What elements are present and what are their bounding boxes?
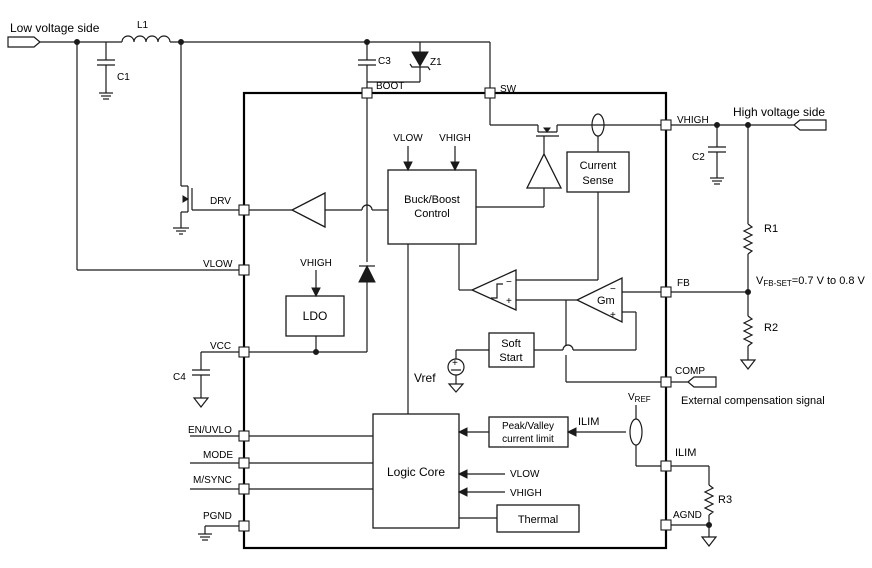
pin-vhigh-label: VHIGH <box>677 115 709 126</box>
low-voltage-side-label: Low voltage side <box>10 21 100 35</box>
c3-label: C3 <box>378 56 391 67</box>
vref-label: Vref <box>414 371 436 385</box>
pin-en-uvlo <box>238 430 250 442</box>
buck-boost-label-1: Buck/Boost <box>404 194 460 206</box>
boot-diode <box>358 264 376 283</box>
vfb-set-label: VFB-SET=0.7 V to 0.8 V <box>756 275 866 288</box>
low-voltage-connector <box>7 36 41 48</box>
pin-fb <box>660 286 672 298</box>
ilim-sense-probe <box>629 418 643 446</box>
soft-start-label-2: Start <box>499 352 522 364</box>
high-voltage-side-label: High voltage side <box>733 105 825 119</box>
pin-pgnd <box>238 520 250 532</box>
c1-label: C1 <box>117 72 130 83</box>
z1-label: Z1 <box>430 57 442 68</box>
pwm-comparator <box>470 268 517 312</box>
vlow-input-label: VLOW <box>393 133 423 144</box>
comp-connector <box>687 376 717 388</box>
pin-vhigh <box>660 119 672 131</box>
pin-mode <box>238 457 250 469</box>
high-side-gate-driver <box>525 152 563 189</box>
soft-start-label-1: Soft <box>501 338 521 350</box>
r2-label: R2 <box>764 322 778 334</box>
vref-top-label: VREF <box>628 392 651 404</box>
r1-label: R1 <box>764 223 778 235</box>
peak-valley-label-2: current limit <box>502 434 554 445</box>
pin-agnd-label: AGND <box>673 510 702 521</box>
svg-text:+: + <box>610 310 616 321</box>
vhigh-input-label: VHIGH <box>439 133 471 144</box>
svg-text:+: + <box>506 296 512 307</box>
ldo-vhigh-input-label: VHIGH <box>300 258 332 269</box>
current-sense-label-2: Sense <box>582 175 613 187</box>
svg-text:+: + <box>452 358 458 369</box>
pin-vlow <box>238 264 250 276</box>
pin-vcc-label: VCC <box>210 341 231 352</box>
pin-boot <box>361 87 373 99</box>
pin-mode-label: MODE <box>203 450 233 461</box>
r3-label: R3 <box>718 494 732 506</box>
resistor-r2 <box>742 315 754 347</box>
pin-boot-label: BOOT <box>376 81 404 92</box>
pin-vlow-label: VLOW <box>203 259 233 270</box>
pin-m-sync-label: M/SYNC <box>193 475 232 486</box>
zener-z1 <box>411 51 429 68</box>
c4-label: C4 <box>173 372 186 383</box>
gm-amplifier <box>575 276 623 324</box>
pin-m-sync <box>238 483 250 495</box>
buck-boost-control-block <box>387 169 477 245</box>
pin-sw <box>484 87 496 99</box>
ilim-arrow-label: ILIM <box>578 416 599 428</box>
pin-drv-label: DRV <box>210 196 231 207</box>
pin-pgnd-label: PGND <box>203 511 232 522</box>
pin-fb-label: FB <box>677 278 690 289</box>
inductor-l1 <box>121 35 171 43</box>
pin-comp-label: COMP <box>675 366 705 377</box>
pin-sw-label: SW <box>500 84 517 95</box>
ldo-label: LDO <box>303 309 328 323</box>
high-voltage-connector <box>793 119 827 131</box>
drv-driver-buffer <box>290 191 326 229</box>
current-sense-block <box>566 151 630 193</box>
thermal-label: Thermal <box>518 514 558 526</box>
gm-label: Gm <box>597 295 615 307</box>
pin-en-uvlo-label: EN/UVLO <box>188 425 232 436</box>
logic-vhigh-input-label: VHIGH <box>510 488 542 499</box>
pin-drv <box>238 204 250 216</box>
pin-ilim-label: ILIM <box>675 447 696 459</box>
current-sense-label-1: Current <box>580 160 617 172</box>
resistor-r3 <box>703 484 715 516</box>
l1-label: L1 <box>137 20 149 31</box>
pin-vcc <box>238 346 250 358</box>
thermal-block <box>496 504 580 533</box>
resistor-r1 <box>742 223 754 255</box>
pin-agnd <box>660 519 672 531</box>
logic-vlow-input-label: VLOW <box>510 469 540 480</box>
logic-core-label: Logic Core <box>387 465 445 479</box>
svg-text:−: − <box>610 284 616 295</box>
c2-label: C2 <box>692 152 705 163</box>
peak-valley-label-1: Peak/Valley <box>502 421 554 432</box>
buck-boost-label-2: Control <box>414 208 449 220</box>
logic-core-block <box>372 413 460 529</box>
pin-ilim <box>660 460 672 472</box>
ic-outline <box>242 91 668 550</box>
svg-text:−: − <box>506 277 512 288</box>
ldo-block <box>285 295 345 337</box>
external-compensation-label: External compensation signal <box>681 395 825 407</box>
pin-comp <box>660 376 672 388</box>
